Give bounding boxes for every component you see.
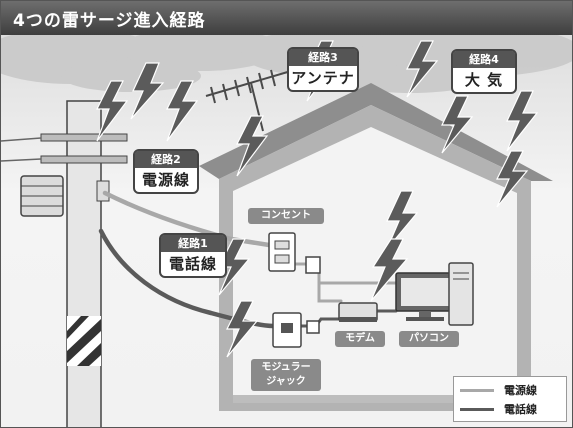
lightning-bolt	[370, 238, 409, 302]
lightning-bolt	[236, 115, 269, 177]
modular-jack-label: モジュラー ジャック	[251, 359, 321, 391]
modular-jack	[272, 312, 320, 348]
power-line-wire	[102, 190, 272, 248]
route-3-antenna-tag: 経路3 アンテナ	[287, 47, 359, 92]
modem	[338, 302, 378, 322]
route-3-number: 経路3	[289, 49, 357, 66]
legend-swatch-phone	[460, 408, 494, 411]
route-1-label: 電話線	[168, 255, 217, 273]
lightning-bolt	[130, 62, 165, 120]
lightning-bolt	[441, 95, 474, 154]
lightning-bolt	[496, 150, 529, 208]
lightning-bolt	[386, 190, 419, 250]
title-bar: 4つの雷サージ進入経路	[1, 1, 572, 35]
modem-label: モデム	[335, 331, 385, 347]
outlet	[268, 232, 321, 274]
lightning-bolt	[96, 80, 129, 142]
modular-jack-label-line1: モジュラー	[261, 362, 311, 373]
lightning-bolt	[166, 80, 199, 142]
route-2-label: 電源線	[141, 171, 190, 189]
utility-pole	[1, 100, 128, 427]
legend: 電源線 電話線	[453, 376, 567, 422]
power-to-modem	[317, 281, 343, 303]
pole-transformer	[20, 175, 64, 217]
lightning-bolt	[226, 300, 259, 358]
route-4-number: 経路4	[453, 51, 515, 68]
route-2-number: 経路2	[135, 151, 197, 168]
route-3-label: アンテナ	[291, 69, 355, 87]
lightning-bolt	[406, 40, 439, 98]
legend-swatch-power	[460, 389, 494, 392]
legend-label-power: 電源線	[504, 384, 537, 397]
pc	[395, 262, 474, 326]
route-2-power-line-tag: 経路2 電源線	[133, 149, 199, 194]
outlet-label: コンセント	[248, 208, 324, 224]
legend-label-phone: 電話線	[504, 403, 537, 416]
antenna	[205, 69, 292, 132]
route-4-label: 大 気	[464, 71, 504, 89]
route-1-phone-line-tag: 経路1 電話線	[159, 233, 227, 278]
route-1-number: 経路1	[161, 235, 225, 252]
route-4-atmosphere-tag: 経路4 大 気	[451, 49, 517, 94]
pc-label: パソコン	[399, 331, 459, 347]
house-floor	[233, 395, 517, 403]
pole-warning-stripes	[67, 316, 101, 366]
modular-jack-label-line2: ジャック	[266, 376, 306, 387]
diagram-title: 4つの雷サージ進入経路	[13, 11, 206, 31]
lightning-bolt	[506, 90, 539, 152]
